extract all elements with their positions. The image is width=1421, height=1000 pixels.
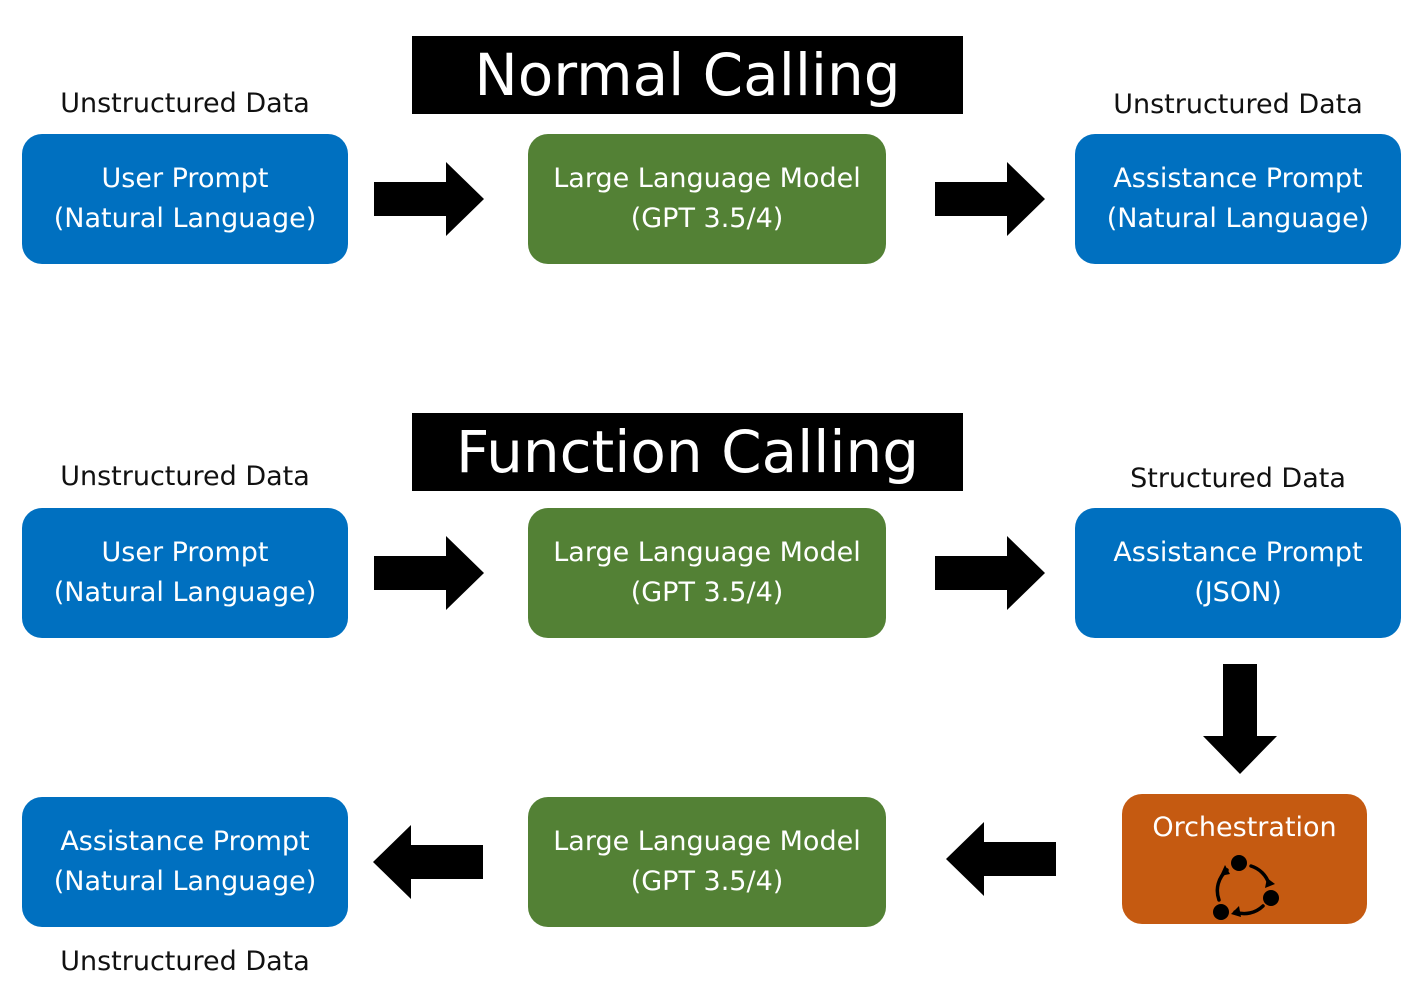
- box-line-2: (Natural Language): [53, 203, 317, 234]
- normal-calling-title: Normal Calling: [412, 36, 963, 114]
- box-line-2: (GPT 3.5/4): [630, 203, 784, 234]
- box-line-1: Large Language Model: [553, 826, 861, 857]
- function-user-prompt-box: User Prompt (Natural Language): [22, 508, 348, 638]
- box-line-2: (Natural Language): [53, 577, 317, 608]
- function-calling-title: Function Calling: [412, 413, 963, 491]
- normal-input-caption: Unstructured Data: [60, 88, 310, 119]
- box-line-1: User Prompt: [101, 163, 269, 194]
- function-json-prompt-box: Assistance Prompt (JSON): [1075, 508, 1401, 638]
- normal-assistance-prompt-box: Assistance Prompt (Natural Language): [1075, 134, 1401, 264]
- box-line-1: Assistance Prompt: [60, 826, 310, 857]
- function-arrow-down: [1203, 664, 1277, 774]
- box-line-1: Assistance Prompt: [1113, 163, 1363, 194]
- normal-user-prompt-box: User Prompt (Natural Language): [22, 134, 348, 264]
- function-llm-box-2: Large Language Model (GPT 3.5/4): [528, 797, 886, 927]
- box-line-2: (GPT 3.5/4): [630, 577, 784, 608]
- normal-arrow-2: [935, 162, 1045, 236]
- normal-calling-title-text: Normal Calling: [474, 41, 901, 109]
- orchestration-box: Orchestration: [1122, 794, 1367, 924]
- function-arrow-left-1: [946, 822, 1056, 896]
- box-line-2: (Natural Language): [1106, 203, 1370, 234]
- function-final-prompt-box: Assistance Prompt (Natural Language): [22, 797, 348, 927]
- box-line-2: (Natural Language): [53, 866, 317, 897]
- box-line-1: Large Language Model: [553, 163, 861, 194]
- normal-arrow-1: [374, 162, 484, 236]
- cycle-icon: [1212, 855, 1279, 920]
- function-arrow-left-2: [373, 825, 483, 899]
- box-line-2: (GPT 3.5/4): [630, 866, 784, 897]
- normal-output-caption: Unstructured Data: [1113, 89, 1363, 120]
- box-line-2: (JSON): [1194, 577, 1282, 608]
- function-arrow-1: [374, 536, 484, 610]
- box-line-1: Assistance Prompt: [1113, 537, 1363, 568]
- box-line-1: User Prompt: [101, 537, 269, 568]
- function-structured-caption: Structured Data: [1130, 463, 1346, 494]
- function-arrow-2: [935, 536, 1045, 610]
- function-llm-box: Large Language Model (GPT 3.5/4): [528, 508, 886, 638]
- box-line-1: Large Language Model: [553, 537, 861, 568]
- orchestration-label: Orchestration: [1152, 812, 1337, 843]
- function-input-caption: Unstructured Data: [60, 461, 310, 492]
- function-calling-title-text: Function Calling: [455, 418, 920, 486]
- function-output-caption: Unstructured Data: [60, 946, 310, 977]
- normal-llm-box: Large Language Model (GPT 3.5/4): [528, 134, 886, 264]
